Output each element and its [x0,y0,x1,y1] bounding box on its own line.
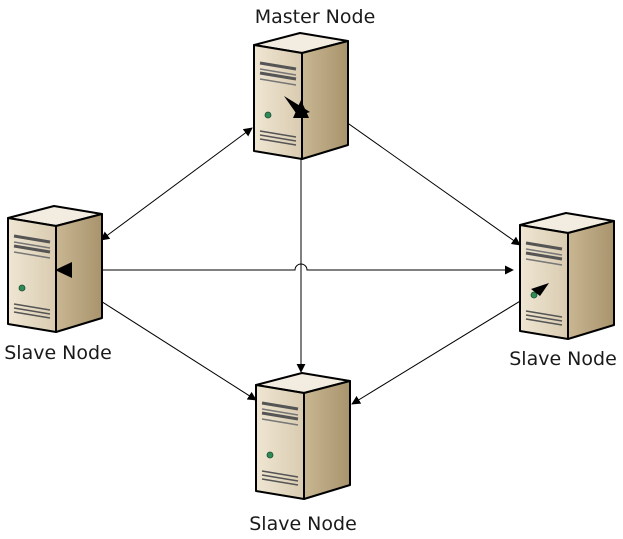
connection-master-slave-right [313,99,521,246]
slave-left-node-label: Slave Node [4,342,112,364]
master-node-label: Master Node [254,6,376,28]
slave-left-server-icon [6,204,104,334]
slave-right-node-label: Slave Node [509,348,617,370]
connection-master-slave-left [100,127,253,241]
connection-slave-left-slave-right [55,262,514,278]
slave-bottom-node-label: Slave Node [249,513,357,535]
master-server-icon [252,31,350,161]
slave-right-server-icon [518,211,616,341]
slave-bottom-server-icon [254,371,352,501]
overlay-arrowheads [55,96,549,296]
connection-slave-right-slave-bottom [351,283,549,405]
